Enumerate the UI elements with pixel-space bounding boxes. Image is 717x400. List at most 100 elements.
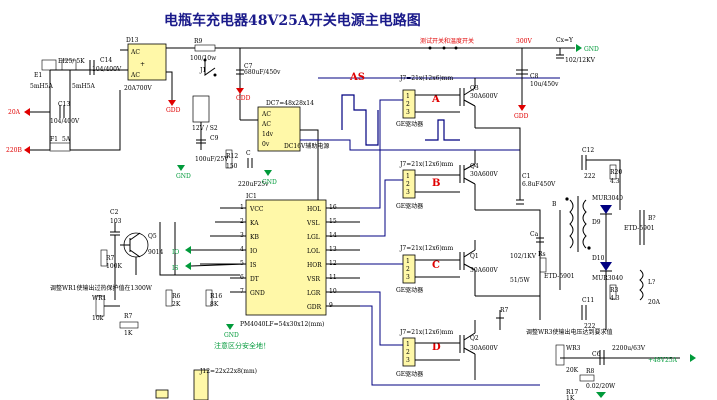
c14-value: 104/400V — [92, 66, 122, 73]
top-bus: 测试开关和温度开关 300V GND Cx=Y 102/12KV C8 10u/… — [240, 37, 599, 120]
letter-b: B — [432, 178, 440, 189]
r3-value: 4.3 — [610, 295, 620, 302]
dc-note: DC16V辅助电源 — [284, 142, 329, 150]
dc-box-label: DC7=48x28x14 — [266, 100, 314, 107]
r20-label: R20 — [610, 169, 622, 176]
r18-value: 1K — [566, 395, 575, 400]
wr3-note: 调整WR3使输出电压达到要求值 — [526, 328, 613, 336]
r9-value: 100/10w — [190, 55, 217, 62]
wr1-value: 10k — [92, 315, 104, 322]
cx-label: Cx=Y — [556, 37, 574, 44]
r20-value: 4.3 — [610, 178, 620, 185]
r9-label: R9 — [194, 38, 203, 45]
dc-pin-1: AC — [261, 111, 271, 118]
svg-text:GND: GND — [176, 173, 191, 180]
ic1-pin-vsl: VSL — [306, 220, 319, 227]
q2-value: 30A600V — [470, 345, 498, 352]
svg-text:+: + — [140, 61, 145, 68]
safety-note: 注意区分安全地！ — [214, 341, 270, 350]
svg-text:GND: GND — [224, 332, 239, 339]
sm-value: 5mH5A — [72, 83, 96, 90]
r6-value: 2K — [172, 301, 181, 308]
gate-driver-b: 123 J7=21x(12x6)mm GE驱动器 B Q4 30A600V — [396, 150, 498, 210]
c7-label: C7 — [244, 63, 253, 70]
gate-driver-c: 123 J7=21x(12x6)mm GE驱动器 C Q1 30A600V — [396, 240, 498, 296]
b2-label: B? — [648, 215, 656, 222]
gnd-top: GND — [584, 46, 599, 53]
input-filter: 20A 220B E1 5mH5A EI25/ 5K C14 104/400V … — [6, 57, 122, 154]
dc-aux-supply: AC AC 1dv 0v DC7=48x28x14 DC16V辅助电源 — [240, 100, 329, 200]
c11-label: C11 — [582, 297, 594, 304]
f1-label: F1 — [50, 136, 58, 143]
ic1-model: PM4040LF=54x30x12(mm) — [240, 321, 324, 328]
letter-a: A — [431, 94, 440, 105]
c8-label: C8 — [530, 73, 539, 80]
d10-label: D10 — [592, 255, 605, 262]
svg-text:AC: AC — [130, 72, 140, 79]
l1-label: L? — [648, 279, 655, 286]
c1-label: C1 — [522, 173, 530, 180]
c12-value: 222 — [584, 173, 596, 180]
r7b-label: R7 — [124, 313, 133, 320]
gate-a-label: GE驱动器 — [396, 121, 423, 128]
c12-label: C12 — [582, 147, 594, 154]
svg-text:1: 1 — [406, 341, 410, 348]
q3-value: 30A600V — [470, 93, 498, 100]
ic1-pin-gdr: GDR — [307, 304, 322, 311]
d13-value: 20A700V — [124, 85, 152, 92]
ic1-pin-hol: HOL — [307, 206, 321, 213]
svg-text:GDD: GDD — [236, 95, 251, 102]
svg-text:2: 2 — [406, 266, 410, 273]
r16-value: 8K — [210, 301, 219, 308]
ac-input-20a: 20A — [8, 109, 21, 116]
svg-text:3: 3 — [406, 189, 410, 196]
c2-value: 103 — [110, 218, 122, 225]
wr1-note: 调整WR1使输出过热保护值在1300W — [50, 284, 153, 292]
v300-label: 300V — [516, 38, 532, 45]
gate-d-label: GE驱动器 — [396, 371, 423, 378]
j-c-label: J7=21x(12x6)mm — [399, 245, 453, 252]
wr1-label: WR1 — [92, 295, 107, 302]
waveforms: AS — [341, 72, 460, 146]
dc-pin-2: AC — [261, 121, 271, 128]
soft-start: R9 100/10w J1 C7 680uF/450v GDD 12V / S2… — [176, 38, 281, 188]
etd2-label: ETD-5901 — [624, 225, 655, 232]
c13-label: C13 — [58, 101, 70, 108]
r6-label: R6 — [172, 293, 181, 300]
output-section: 调整WR3使输出电压达到要求值 WR3 20K C6 2200u/63V +48… — [496, 307, 696, 400]
wire-a — [360, 99, 403, 209]
letter-c: C — [432, 260, 440, 271]
ic1-pin-kb: KB — [250, 234, 259, 241]
q5-value: 9014 — [148, 249, 163, 256]
c7-value: 680uF/450v — [244, 69, 281, 76]
svg-text:2: 2 — [406, 181, 410, 188]
r12-value: 150 — [226, 163, 238, 170]
ic1-pin-io: IO — [250, 248, 257, 255]
bridge-rectifier-d13: AC + AC D13 20A700V GDD — [120, 37, 195, 114]
c15-value: 220uF25v — [238, 181, 269, 188]
r-102-12k: 102/12KV — [565, 57, 596, 64]
svg-text:GND: GND — [262, 179, 277, 186]
ca-value: 102/1KV — [510, 253, 537, 260]
j-a-label: J7=21x(12x6)mm — [399, 75, 453, 82]
is-input: IS — [172, 265, 178, 272]
wire-b — [360, 179, 403, 237]
transformer-b: B ETD-5901 — [544, 196, 591, 280]
r12-label: R12 — [226, 153, 238, 160]
svg-text:3: 3 — [406, 274, 410, 281]
c1-value: 6.8uF450V — [522, 181, 556, 188]
wr3-value: 20K — [566, 367, 579, 374]
j-d-label: J7=21x(12x6)mm — [399, 329, 453, 336]
r17-label: R17 — [566, 389, 578, 396]
test-switch-label: 测试开关和温度开关 — [420, 37, 474, 45]
e1-value: 5mH5A — [30, 83, 54, 90]
svg-text:2: 2 — [406, 101, 410, 108]
r8-value: 0.02/20W — [586, 383, 616, 390]
svg-text:3: 3 — [406, 357, 410, 364]
svg-text:2: 2 — [406, 349, 410, 356]
ic1-pin-lgr: LGR — [307, 290, 321, 297]
ic1-pin-is: IS — [250, 262, 256, 269]
dc-pin-4: 0v — [262, 141, 270, 148]
r7r-label: R7 — [500, 307, 509, 314]
